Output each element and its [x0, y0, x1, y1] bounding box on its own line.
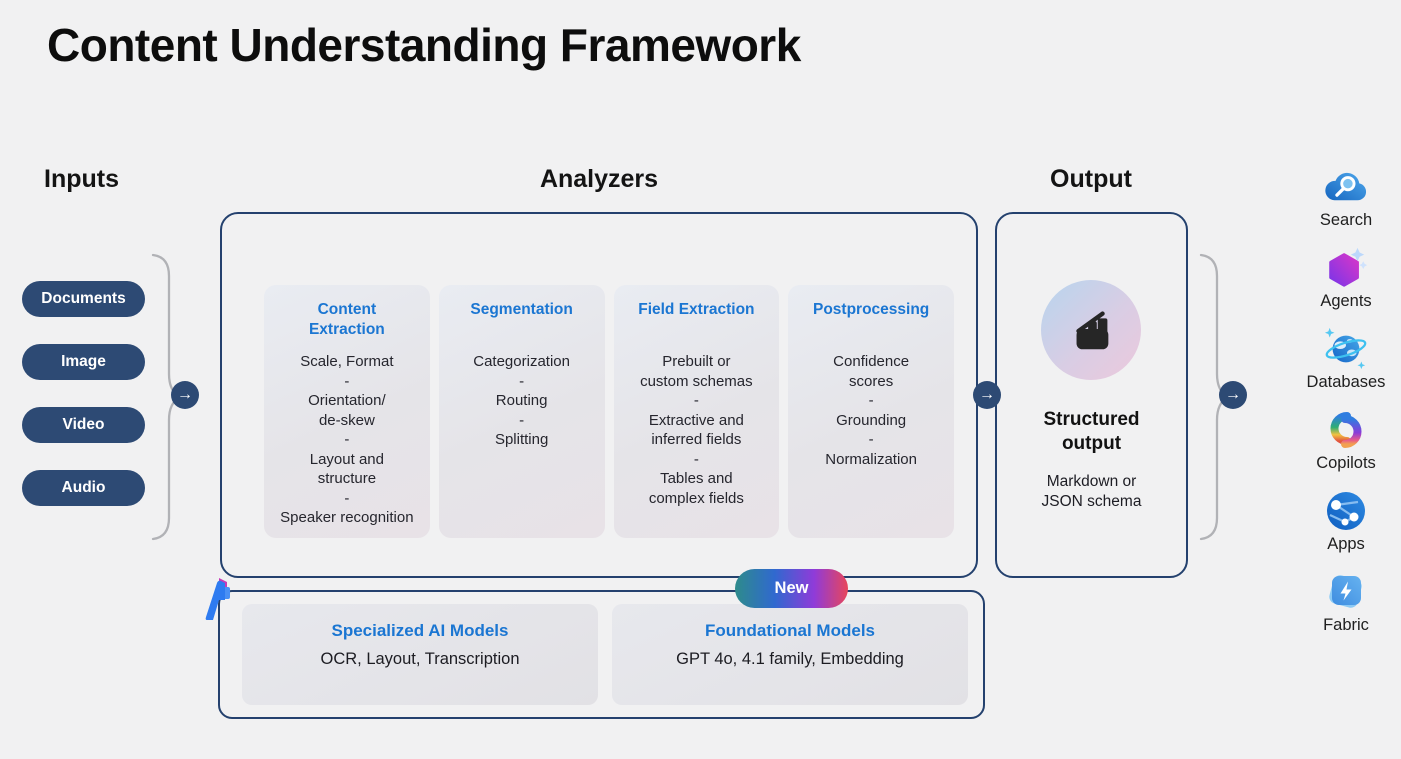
- card-item: Grounding: [836, 411, 907, 429]
- destination-search: Search: [1320, 164, 1372, 232]
- card-item: Splitting: [494, 431, 549, 448]
- destination-label: Databases: [1306, 373, 1386, 391]
- output-section-label: Output: [1050, 165, 1132, 193]
- input-pill-documents: Documents: [22, 281, 145, 317]
- arrow-glyph: →: [1225, 386, 1241, 403]
- destination-copilots: Copilots: [1316, 407, 1376, 475]
- card-item: Tables and complex fields: [648, 470, 744, 507]
- card-item: Layout and structure: [309, 450, 384, 488]
- card-postprocessing: Postprocessing Confidence scores - Groundi…: [788, 285, 954, 538]
- page-title: Content Understanding Framework: [47, 19, 801, 71]
- destination-agents: Agents: [1320, 245, 1372, 313]
- destination-label: Apps: [1327, 535, 1365, 553]
- item-separator: -: [693, 392, 699, 409]
- item-separator: -: [693, 450, 699, 468]
- card-title: Content Extraction: [308, 301, 385, 339]
- fabric-icon: [1323, 569, 1369, 615]
- flow-arrow-icon: →: [171, 381, 199, 409]
- input-pill-video: Video: [22, 407, 145, 443]
- destination-fabric: Fabric: [1323, 569, 1369, 637]
- card-items: Prebuilt or custom schemas-Extractive an…: [624, 352, 770, 508]
- card-title: Postprocessing: [812, 301, 930, 318]
- item-separator: -: [868, 431, 874, 448]
- input-pill-audio: Audio: [22, 470, 145, 506]
- card-title: Segmentation: [470, 301, 573, 318]
- inputs-section-label: Inputs: [44, 165, 119, 193]
- card-field-extraction: Field Extraction Prebuilt or custom sche…: [613, 285, 780, 538]
- card-item: Confidence scores: [833, 353, 910, 390]
- card-item: Scale, Format: [300, 353, 394, 370]
- databases-globe-icon: [1323, 326, 1369, 372]
- arrow-glyph: →: [979, 386, 995, 403]
- card-segmentation: Segmentation Categorization - Routing - Spli…: [438, 285, 605, 538]
- destination-label: Fabric: [1323, 616, 1369, 634]
- card-item: Extractive and inferred fields: [648, 411, 744, 449]
- destination-databases: Databases: [1306, 326, 1386, 394]
- agents-hexagon-icon: [1323, 245, 1369, 291]
- models-box: Specialized AI Models OCR, Layout, Trans…: [218, 590, 985, 719]
- model-card-subtitle: OCR, Layout, Transcription: [320, 650, 520, 668]
- copilot-icon: [1323, 407, 1369, 453]
- structured-output-title: Structured output: [1043, 409, 1140, 454]
- card-items: Scale, Format-Orientation/ de-skew-Layou…: [274, 352, 420, 528]
- flow-arrow-icon: →: [973, 381, 1001, 409]
- destination-apps: Apps: [1323, 488, 1369, 556]
- output-icon-circle: [1041, 280, 1141, 380]
- model-card-subtitle: GPT 4o, 4.1 family, Embedding: [676, 650, 904, 668]
- new-badge: New: [735, 569, 848, 608]
- arrow-glyph: →: [177, 386, 193, 403]
- input-pill-image: Image: [22, 344, 145, 380]
- output-box: Structured output Markdown or JSON schem…: [995, 212, 1188, 578]
- open-toolbox-icon: [1076, 311, 1109, 350]
- card-item: Orientation/ de-skew: [308, 392, 386, 429]
- item-separator: -: [519, 411, 525, 429]
- destination-label: Copilots: [1316, 454, 1376, 472]
- destinations-list: Search Agents: [1294, 164, 1398, 637]
- destination-label: Search: [1319, 211, 1373, 229]
- item-separator: -: [868, 392, 874, 409]
- model-card-title: Foundational Models: [705, 621, 875, 640]
- model-card-title: Specialized AI Models: [331, 621, 509, 640]
- card-item: Prebuilt or custom schemas: [640, 353, 753, 390]
- card-items: Confidence scores - Grounding - Normalizatio…: [798, 352, 944, 469]
- structured-output-subtitle: Markdown or JSON schema: [1041, 473, 1142, 511]
- item-separator: -: [344, 431, 350, 448]
- item-separator: -: [344, 489, 350, 507]
- item-separator: -: [519, 372, 525, 390]
- apps-network-icon: [1323, 488, 1369, 534]
- card-items: Categorization - Routing - Splitting: [449, 352, 595, 450]
- ai-foundry-icon: [205, 578, 230, 620]
- card-item: Categorization: [473, 353, 570, 370]
- card-item: Normalization: [825, 450, 917, 468]
- search-cloud-icon: [1323, 164, 1369, 210]
- card-specialized-ai-models: Specialized AI Models OCR, Layout, Trans…: [242, 604, 598, 705]
- item-separator: -: [344, 372, 350, 390]
- card-foundational-models: Foundational Models GPT 4o, 4.1 family, …: [612, 604, 968, 705]
- inputs-list: Documents Image Video Audio: [22, 281, 145, 506]
- card-item: Speaker recognition: [280, 509, 414, 526]
- card-item: Routing: [495, 392, 548, 409]
- model-cards: Specialized AI Models OCR, Layout, Trans…: [242, 604, 968, 705]
- analyzer-cards: Content Extraction Scale, Format - Orienta…: [264, 285, 954, 538]
- card-title: Field Extraction: [638, 301, 755, 318]
- destination-label: Agents: [1320, 292, 1372, 310]
- card-content-extraction: Content Extraction Scale, Format - Orienta…: [264, 285, 430, 538]
- analyzers-section-label: Analyzers: [539, 165, 659, 193]
- flow-arrow-icon: →: [1219, 381, 1247, 409]
